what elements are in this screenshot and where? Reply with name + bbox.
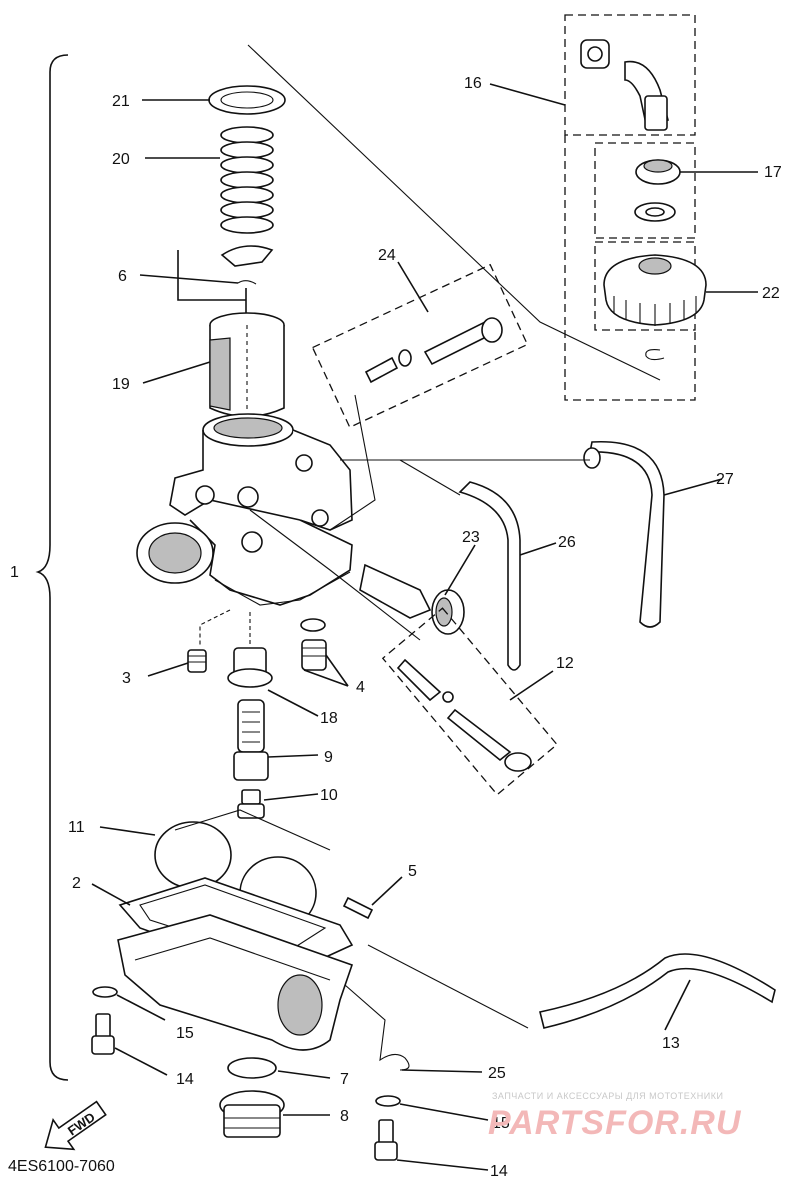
callout-19: 19 (112, 376, 130, 393)
watermark-brand: PARTSFOR.RU (488, 1104, 742, 1142)
callout-15-left: 15 (176, 1025, 194, 1042)
callout-18: 18 (320, 710, 338, 727)
callout-3: 3 (122, 670, 131, 687)
callout-15-right: 15 (492, 1115, 510, 1132)
callout-21: 21 (112, 93, 130, 110)
part-20-spring (220, 126, 274, 234)
callout-8: 8 (340, 1108, 349, 1125)
part-14-screw-left (91, 1013, 115, 1055)
watermark-tagline: ЗАПЧАСТИ И АКСЕССУАРЫ ДЛЯ МОТОТЕХНИКИ (492, 1091, 724, 1101)
callout-14-right: 14 (490, 1163, 508, 1180)
part-25-clip (344, 984, 410, 1071)
part-26-hose (458, 481, 521, 671)
part-16-fitting (580, 39, 669, 131)
callout-9: 9 (324, 749, 333, 766)
part-13-drain-hose (539, 953, 776, 1029)
group-17-box (594, 142, 696, 239)
callout-20: 20 (112, 151, 130, 168)
part-9-needle-jet (233, 699, 269, 781)
carburetor-body (136, 413, 353, 606)
part-24-screw-set (364, 317, 503, 384)
group-16-box (564, 14, 696, 136)
part-3-jet (187, 649, 207, 673)
fwd-arrow-icon: FWD (44, 1100, 107, 1151)
part-12-pilot-screw-set (396, 658, 532, 772)
part-27-hose (589, 440, 665, 628)
part-8-drain-plug (219, 1090, 285, 1138)
part-4-plug (300, 618, 327, 671)
callout-5: 5 (408, 863, 417, 880)
group-outer-dash (564, 135, 696, 401)
part-10-main-jet (237, 789, 265, 819)
callout-12: 12 (556, 655, 574, 672)
part-22-ring-nut (603, 254, 707, 361)
callout-25: 25 (488, 1065, 506, 1082)
assembly-bracket (35, 54, 69, 1081)
callout-16: 16 (464, 75, 482, 92)
part-6-needle-clip (177, 245, 274, 320)
float-bowl (117, 914, 354, 1051)
callout-23: 23 (462, 529, 480, 546)
callout-27: 27 (716, 471, 734, 488)
clip-22 (645, 349, 665, 361)
part-24-box (311, 263, 529, 429)
part-18-holder (227, 647, 273, 688)
part-5-pin (342, 896, 374, 920)
callout-10: 10 (320, 787, 338, 804)
callout-22: 22 (762, 285, 780, 302)
callout-26: 26 (558, 534, 576, 551)
part-15-washer-left (92, 986, 118, 998)
part-14-screw-right (374, 1119, 398, 1161)
callout-17: 17 (764, 164, 782, 181)
callout-13: 13 (662, 1035, 680, 1052)
part-12-box (381, 607, 558, 796)
callout-4: 4 (356, 679, 365, 696)
callout-14-left: 14 (176, 1071, 194, 1088)
callout-7: 7 (340, 1071, 349, 1088)
part-15-washer-right (375, 1095, 401, 1107)
callout-6: 6 (118, 268, 127, 285)
diagram-code: 4ES6100-7060 (8, 1158, 115, 1175)
part-19-throttle-valve (209, 312, 285, 418)
part-7-o-ring (227, 1057, 277, 1079)
part-23-air-screw (359, 563, 465, 635)
callout-1: 1 (10, 564, 19, 581)
leader-cable-line (247, 44, 661, 381)
callout-24: 24 (378, 247, 396, 264)
callout-11: 11 (68, 819, 85, 836)
part-17-cap (634, 159, 681, 222)
callout-2: 2 (72, 875, 81, 892)
part-21-seal (208, 85, 286, 115)
